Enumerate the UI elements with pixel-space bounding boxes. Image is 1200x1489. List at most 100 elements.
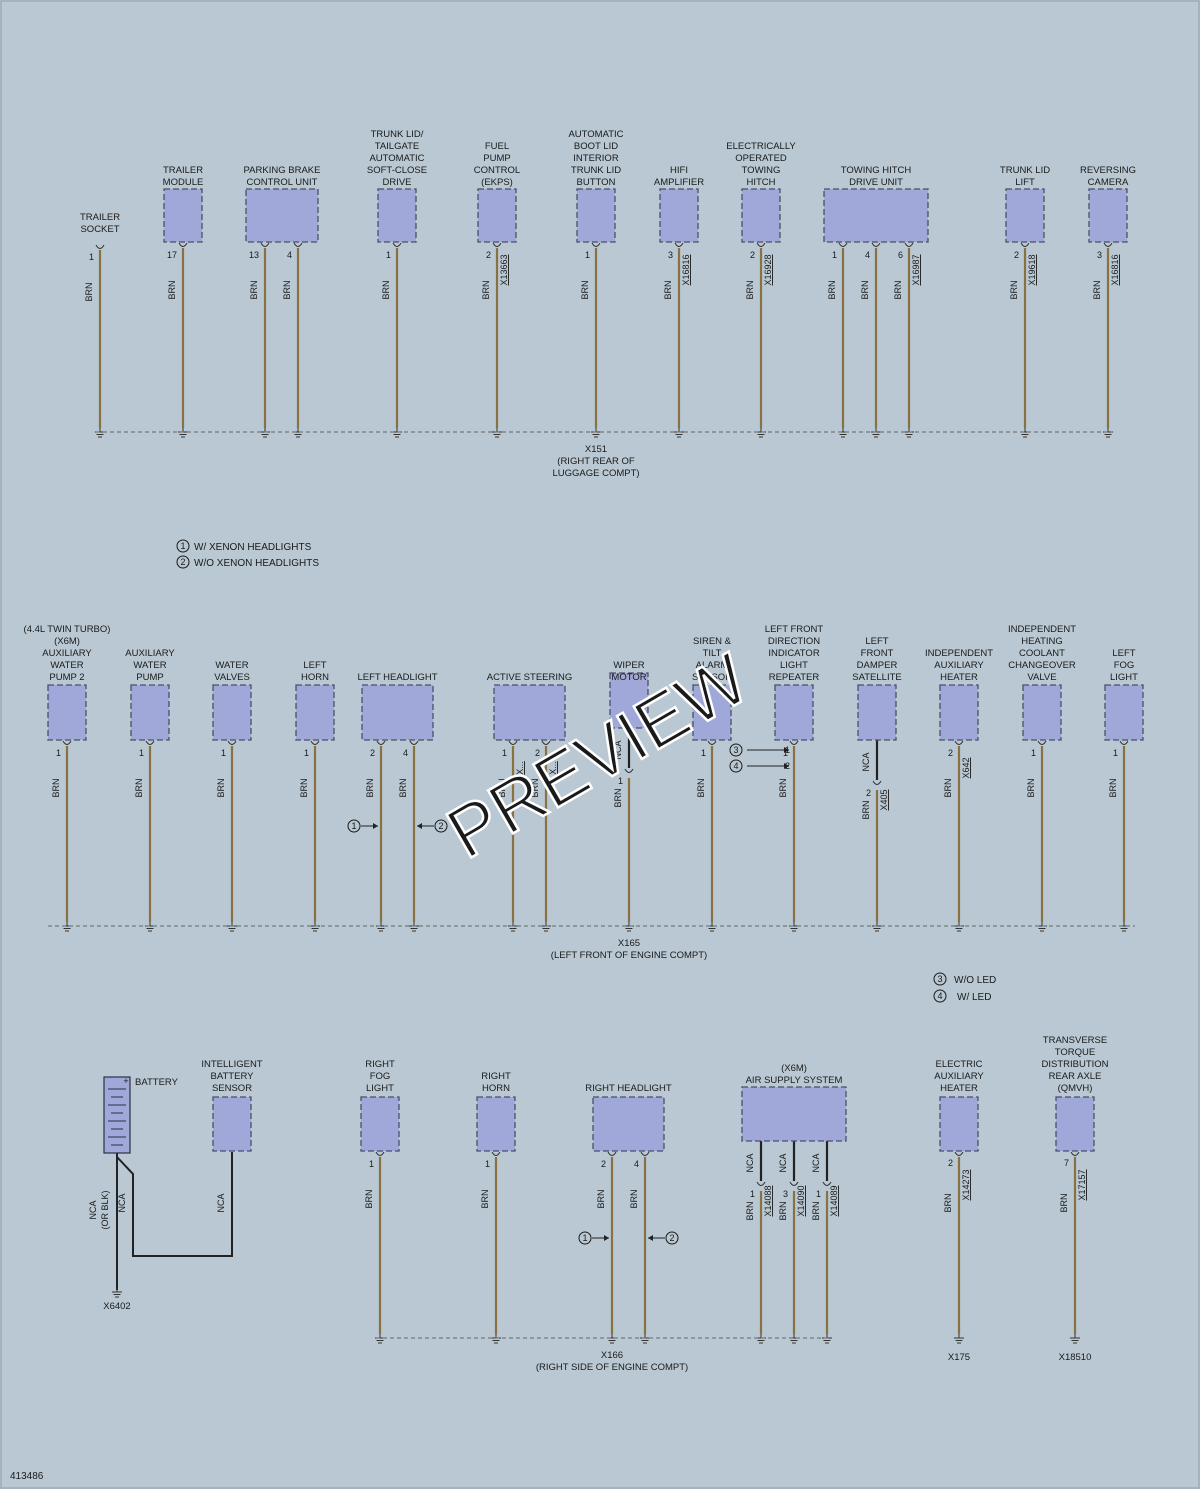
connector-id: X14088 [763,1185,773,1216]
component-box [609,672,649,729]
wire-color: BRN [1026,778,1036,797]
pin-number: 2 [948,1158,953,1168]
wire-color: BRN [84,282,94,301]
wire-color: BRN [299,778,309,797]
component-box [361,684,434,741]
component-box [692,684,732,741]
legend-number: 1 [180,541,185,551]
pin-number: 2 [1014,250,1019,260]
wire-color: BRN [778,778,788,797]
component-box [939,1096,979,1152]
component-label: ALARM [696,660,729,671]
component-label: REPEATER [769,672,820,683]
component-label: CAMERA [1088,177,1129,188]
connector-symbol [62,740,72,745]
component-label: SOCKET [80,224,119,235]
component-label: (X6M) [781,1063,807,1074]
note-ref-icon [434,819,448,833]
pin-number: 1 [832,250,837,260]
wire-color: BRN [893,280,903,299]
component-label: BATTERY [135,1077,179,1088]
component-label: PARKING BRAKE [244,165,321,176]
component-label: SIREN & [693,636,732,647]
component-box [823,188,929,243]
component-label: INTELLIGENT [201,1059,262,1070]
pin-number: 3 [1097,250,1102,260]
legend-xenon: 1 W/ XENON HEADLIGHTS 2 W/O XENON HEADLI… [176,539,319,569]
connector-id: X14090 [796,1185,806,1216]
wire-color: BRN [596,1189,606,1208]
wire-color: (OR BLK) [100,1190,110,1229]
pin-number: 1 [783,748,788,758]
note-ref-icon [665,1231,679,1245]
note-ref-icon [578,1231,592,1245]
pin-number: 1 [750,1189,755,1199]
connector-symbol [310,740,320,745]
ground-icon [112,1288,122,1298]
note-ref-icon [729,743,743,757]
note-ref-icon [347,819,361,833]
wire-color: NCA [88,1200,98,1219]
pin-number: 2 [535,748,540,758]
connector-symbol [789,1181,799,1186]
connector-symbol [756,1181,766,1186]
component-label: SOFT-CLOSE [367,165,427,176]
wire-color: BRN [811,1201,821,1220]
figure-id: 413486 [10,1471,44,1482]
connector-symbol [707,740,717,745]
wire-color: BRN [481,280,491,299]
component-label: HEATER [940,672,978,683]
component-label: MODULE [163,177,204,188]
pin-number: 1 [816,1189,821,1199]
component-label: OPERATED [735,153,787,164]
component-label: HEATING [1021,636,1063,647]
connector-symbol [95,244,105,249]
component-label: ELECTRIC [936,1059,983,1070]
component-label: HEATER [940,1083,978,1094]
pin-number: 1 [386,250,391,260]
pin-number: 13 [249,250,259,260]
component-label: LEFT [1112,648,1135,659]
connector-symbol [375,1151,385,1156]
component-label: CONTROL [474,165,520,176]
wire-color: BRN [398,778,408,797]
wire-color: BRN [1009,280,1019,299]
component-label: DRIVE [382,177,411,188]
wire-color: BRN [827,280,837,299]
arrow-head [784,763,789,769]
component-box [476,1096,516,1152]
ground-label: X151 [585,444,607,455]
wire-color: NCA [216,1193,226,1212]
component-label: HORN [301,672,329,683]
component-label: (X6M) [54,636,80,647]
connector-id: X642 [961,757,971,778]
ground-label: X165 [618,938,640,949]
component-label: MOTOR [611,672,646,683]
component-box [212,1096,252,1152]
wire-color: NCA [811,1153,821,1172]
wire-color: BRN [860,280,870,299]
component-label: CHANGEOVER [1008,660,1076,671]
component-label: INTERIOR [573,153,619,164]
connector-id: X13663 [499,254,509,285]
component-label: TRUNK LID [571,165,621,176]
wire-color: BRN [216,778,226,797]
battery-icon [103,1076,131,1154]
component-label: AUXILIARY [42,648,92,659]
component-label: LIFT [1015,177,1035,188]
connector-symbol [904,242,914,247]
connector-symbol [640,1151,650,1156]
pin-number: 7 [1064,1158,1069,1168]
connector-symbol [409,740,419,745]
component-label: TRUNK LID/ [371,129,424,140]
connector-symbol [1037,740,1047,745]
wire-color: NCA [117,1193,127,1212]
pin-number: 1 [1113,748,1118,758]
ground-icon [1070,1334,1080,1344]
component-label: LIGHT [1110,672,1138,683]
pin-number: 4 [287,250,292,260]
connector-id: X16816 [681,254,691,285]
component-label: TILT [703,648,722,659]
connector-symbol [607,1151,617,1156]
component-label: LEFT HEADLIGHT [357,672,437,683]
